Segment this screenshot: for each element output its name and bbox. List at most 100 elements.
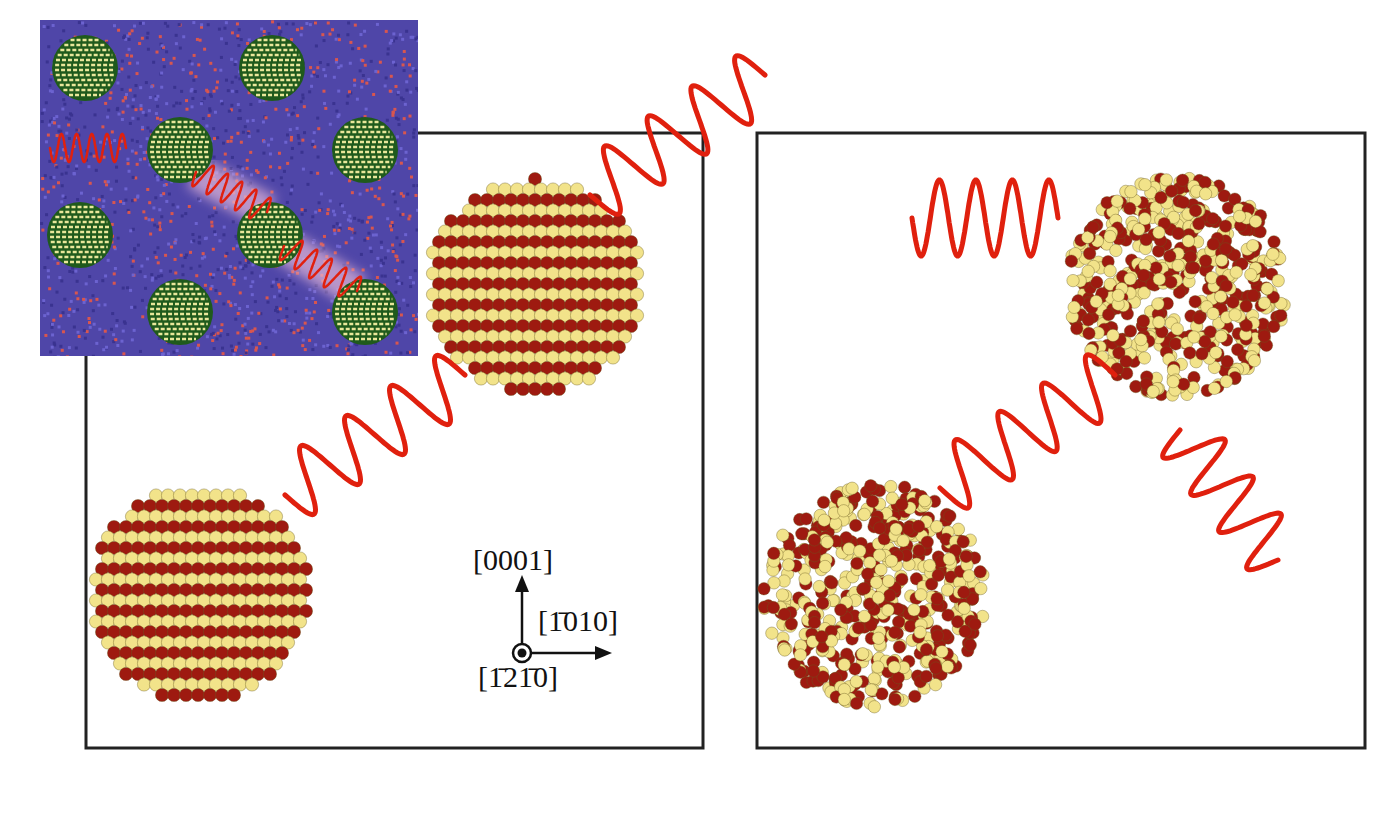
ordered-particle	[426, 172, 643, 395]
matrix-atom	[251, 343, 254, 346]
nanoparticles	[89, 172, 1290, 713]
atom	[1233, 210, 1245, 222]
matrix-atom	[301, 213, 304, 216]
atom	[1208, 382, 1220, 394]
atom	[852, 622, 864, 634]
atom	[1207, 212, 1219, 224]
matrix-atom	[417, 313, 418, 316]
matrix-atom	[136, 62, 139, 65]
atom	[1193, 312, 1205, 324]
matrix-atom	[311, 215, 314, 218]
atom	[1199, 335, 1211, 347]
matrix-atom	[409, 115, 412, 118]
atom	[821, 536, 833, 548]
matrix-atom	[300, 151, 303, 154]
atom	[767, 601, 779, 613]
atom	[474, 372, 487, 385]
matrix-atom	[65, 172, 68, 175]
phonon-wave	[1163, 430, 1282, 570]
atom	[963, 570, 975, 582]
atom	[1268, 320, 1280, 332]
atom	[808, 534, 820, 546]
atom	[167, 688, 180, 701]
matrix-atom	[223, 161, 226, 164]
atom	[1150, 262, 1162, 274]
matrix-atom	[68, 308, 71, 311]
matrix-atom	[301, 208, 304, 211]
matrix-atom	[220, 329, 223, 332]
matrix-atom	[192, 79, 195, 82]
atom	[1124, 202, 1136, 214]
matrix-atom	[211, 214, 214, 217]
matrix-atom	[196, 347, 199, 350]
atom	[1177, 196, 1189, 208]
matrix-atom	[129, 89, 132, 92]
atom	[1230, 266, 1242, 278]
matrix-atom	[152, 61, 155, 64]
atom	[1137, 269, 1149, 281]
atom	[835, 604, 847, 616]
atom	[1260, 282, 1272, 294]
atom	[155, 688, 168, 701]
atom	[1240, 319, 1252, 331]
matrix-atom	[394, 291, 397, 294]
matrix-atom	[248, 38, 251, 41]
matrix-atom	[264, 346, 267, 349]
matrix-atom	[232, 247, 235, 250]
atom	[969, 618, 981, 630]
atom	[137, 678, 150, 691]
atom	[837, 505, 849, 517]
atom	[873, 522, 885, 534]
atom	[1188, 262, 1200, 274]
atom	[1102, 308, 1114, 320]
atom	[1258, 330, 1270, 342]
atom	[768, 547, 780, 559]
matrix-atom	[376, 257, 379, 260]
atom	[888, 661, 900, 673]
matrix-atom	[254, 300, 257, 303]
atom	[1104, 265, 1116, 277]
atom	[864, 480, 876, 492]
atom	[1240, 300, 1252, 312]
atom	[1160, 174, 1172, 186]
atom	[813, 580, 825, 592]
matrix-atom	[326, 315, 329, 318]
atom	[1087, 221, 1099, 233]
matrix-atom	[104, 180, 107, 183]
atom	[816, 597, 828, 609]
matrix-atom	[241, 167, 244, 170]
atom	[1153, 226, 1165, 238]
atom	[1193, 218, 1205, 230]
matrix-atom	[190, 267, 193, 270]
atom	[850, 675, 862, 687]
atom	[1247, 239, 1259, 251]
atom	[1140, 233, 1152, 245]
atom	[1083, 247, 1095, 259]
matrix-atom	[347, 262, 350, 265]
atom	[1068, 301, 1080, 313]
matrix-atom	[317, 356, 320, 357]
atom	[872, 592, 884, 604]
atom	[898, 481, 910, 493]
atom	[606, 351, 619, 364]
ordered-particle	[89, 489, 312, 702]
matrix-atom	[178, 355, 181, 356]
atom	[932, 569, 944, 581]
atom	[516, 382, 529, 395]
matrix-atom	[156, 246, 159, 249]
matrix-atom	[408, 215, 411, 218]
atom	[1165, 276, 1177, 288]
matrix-atom	[415, 318, 418, 321]
matrix-atom	[351, 47, 354, 50]
matrix-atom	[353, 231, 356, 234]
atom	[896, 498, 908, 510]
matrix-atom	[170, 246, 173, 249]
matrix-atom	[71, 271, 74, 274]
matrix-atom	[286, 201, 289, 204]
atom	[826, 577, 838, 589]
matrix-atom	[296, 127, 299, 130]
atom	[964, 639, 976, 651]
atom	[1207, 238, 1219, 250]
matrix-atom	[230, 104, 233, 107]
